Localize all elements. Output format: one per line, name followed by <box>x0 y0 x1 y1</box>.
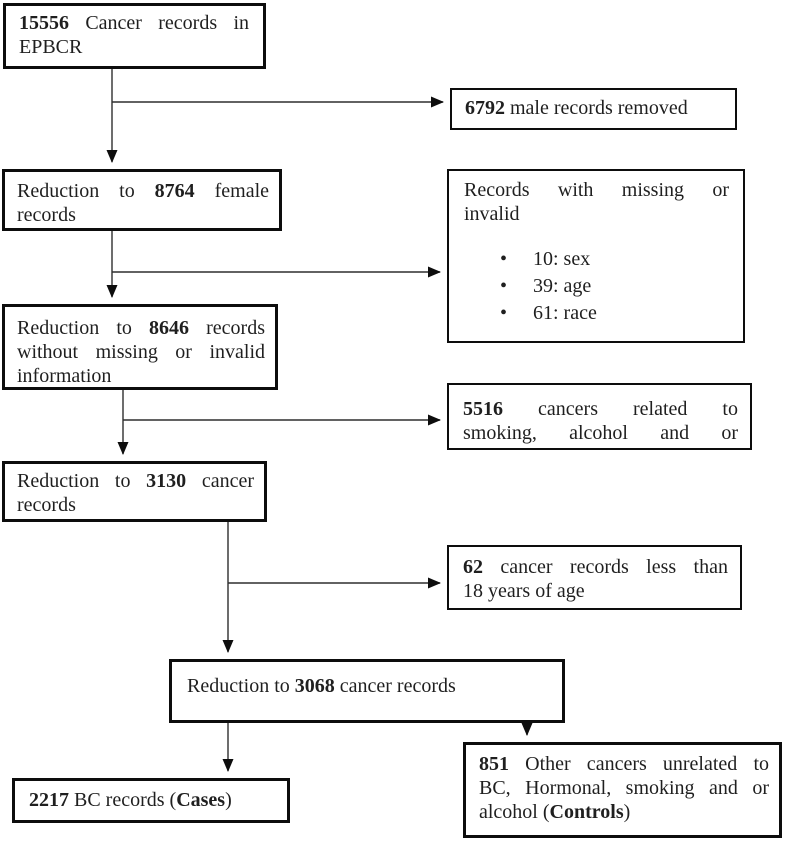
box-line: Records with missing or <box>464 179 729 201</box>
box-text: cancer records <box>334 675 456 697</box>
box-under-18: 62 cancer records less than 18 years of … <box>447 545 742 610</box>
record-count: 8764 <box>154 180 195 202</box>
box-bc-cases: 2217 BC records (Cases) <box>12 778 290 823</box>
box-text: Reduction to <box>17 317 150 339</box>
record-count: 2217 <box>29 789 69 811</box>
box-line: 6792 male records removed <box>465 96 723 120</box>
box-line: smoking, alcohol and or <box>463 422 738 444</box>
box-line: 851 Other cancers unrelated to <box>479 752 769 776</box>
box-clean-records: Reduction to 8646 records without missin… <box>2 304 278 390</box>
cases-label: Cases <box>176 789 226 811</box>
box-text: records <box>189 317 265 339</box>
box-controls: 851 Other cancers unrelated to BC, Hormo… <box>463 742 782 838</box>
box-text: Reduction to <box>187 675 295 697</box>
box-smoking-related: 5516 cancers related to smoking, alcohol… <box>447 383 752 450</box>
box-text: Reduction to <box>17 180 155 202</box>
bullet-item: • 10: sex <box>464 246 729 273</box>
box-text: cancer records less than <box>483 556 728 578</box>
box-male-removed: 6792 male records removed <box>450 88 737 130</box>
bullet-list: • 10: sex • 39: age • 61: race <box>464 246 729 327</box>
box-line: 15556 Cancer records in <box>19 11 249 35</box>
bullet-text: 61: race <box>533 302 597 324</box>
record-count: 3068 <box>294 675 335 697</box>
box-line: Reduction to 3130 cancer <box>17 469 254 493</box>
box-text: alcohol ( <box>479 801 550 823</box>
box-line: without missing or invalid <box>17 341 265 363</box>
record-count: 5516 <box>463 398 503 420</box>
box-text: female <box>194 180 270 202</box>
box-line: 2217 BC records (Cases) <box>29 788 277 812</box>
record-count: 3130 <box>146 470 187 492</box>
box-epbcr-total: 15556 Cancer records in EPBCR <box>3 3 266 69</box>
box-line: information <box>17 365 112 387</box>
box-line: BC, Hormonal, smoking and or <box>479 777 769 799</box>
controls-label: Controls <box>549 801 624 823</box>
box-line: Reduction to 8764 female <box>17 179 269 203</box>
box-text: cancer <box>186 470 254 492</box>
record-count: 851 <box>479 753 509 775</box>
box-3068-records: Reduction to 3068 cancer records <box>169 659 565 723</box>
box-line: 5516 cancers related to <box>463 397 738 421</box>
box-missing-invalid: Records with missing or invalid • 10: sex… <box>447 169 745 343</box>
box-line: alcohol (Controls) <box>479 800 769 824</box>
bullet-icon: • <box>500 275 508 297</box>
box-text: ) <box>225 789 232 811</box>
box-line: records <box>17 494 76 516</box>
box-text: BC records ( <box>69 789 177 811</box>
bullet-icon: • <box>500 248 508 270</box>
box-text: male records removed <box>505 97 688 119</box>
box-text: Cancer records in <box>69 12 249 34</box>
box-line: Reduction to 8646 records <box>17 316 265 340</box>
bullet-text: 10: sex <box>533 248 591 270</box>
record-count: 15556 <box>19 12 69 34</box>
box-text: Other cancers unrelated to <box>509 753 769 775</box>
box-line: 62 cancer records less than <box>463 555 728 579</box>
box-female-records: Reduction to 8764 female records <box>2 169 282 231</box>
box-line: 18 years of age <box>463 580 585 602</box>
box-text: cancers related to <box>503 398 738 420</box>
bullet-icon: • <box>500 302 508 324</box>
bullet-item: • 39: age <box>464 273 729 300</box>
box-line: Reduction to 3068 cancer records <box>187 674 552 698</box>
box-line: EPBCR <box>19 36 83 58</box>
box-line: invalid <box>464 203 520 225</box>
record-count: 62 <box>463 556 483 578</box>
box-text: ) <box>623 801 631 823</box>
box-3130-records: Reduction to 3130 cancer records <box>2 461 267 522</box>
bullet-text: 39: age <box>533 275 592 297</box>
box-text: Reduction to <box>17 470 147 492</box>
record-count: 8646 <box>149 317 190 339</box>
record-count: 6792 <box>465 97 505 119</box>
box-line: records <box>17 204 76 226</box>
bullet-item: • 61: race <box>464 300 729 327</box>
